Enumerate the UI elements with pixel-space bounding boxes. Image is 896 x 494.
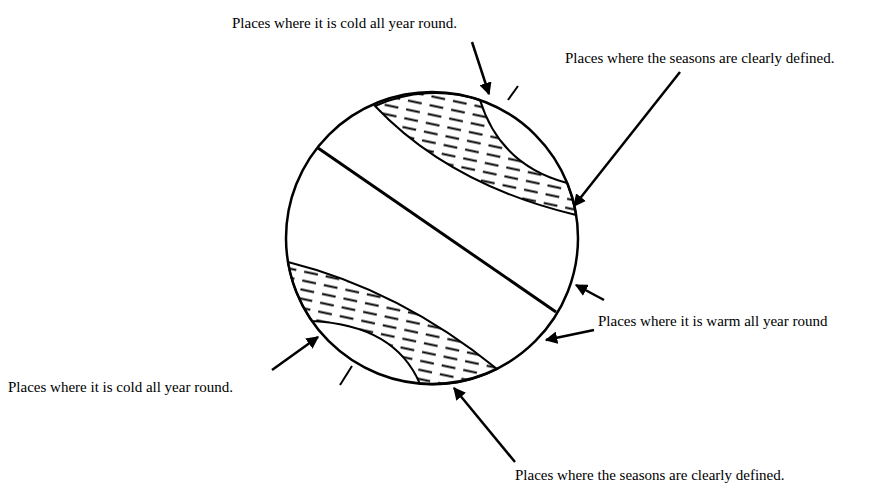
tick-mark bbox=[508, 86, 518, 100]
callout-label: Places where the seasons are clearly def… bbox=[565, 49, 834, 67]
equator-line bbox=[318, 148, 556, 312]
leader-arrow bbox=[454, 388, 515, 462]
callout-label: Places where it is cold all year round. bbox=[232, 14, 457, 32]
tick-mark bbox=[340, 366, 352, 385]
temperate-band-north bbox=[375, 93, 576, 215]
globe-outline bbox=[286, 92, 578, 384]
callout-label: Places where it is cold all year round. bbox=[8, 378, 233, 396]
callout-label: Places where it is warm all year round bbox=[598, 312, 828, 330]
leader-arrow bbox=[472, 42, 489, 94]
temperate-band-south bbox=[288, 262, 497, 384]
leader-arrow bbox=[546, 330, 594, 340]
leader-arrow bbox=[574, 72, 680, 206]
leader-arrow bbox=[576, 285, 604, 300]
callout-label: Places where the seasons are clearly def… bbox=[515, 466, 784, 484]
leader-arrow bbox=[272, 337, 318, 370]
